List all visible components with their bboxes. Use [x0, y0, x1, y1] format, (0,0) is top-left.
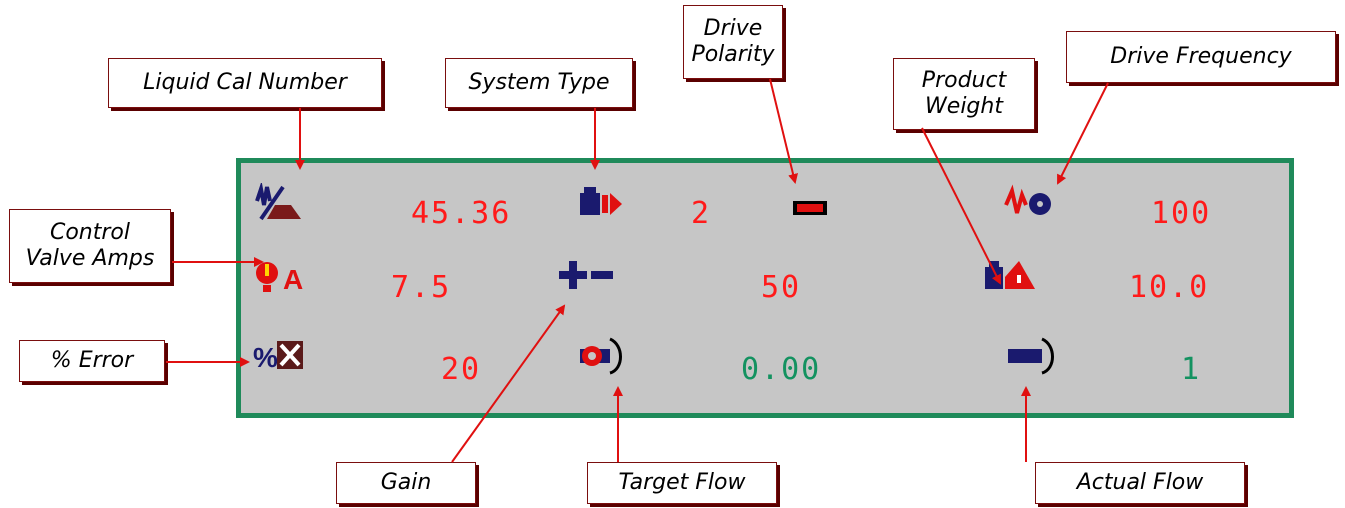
gain-value: 50: [761, 270, 802, 305]
callout-percent-error: % Error: [19, 340, 165, 382]
callout-gain: Gain: [336, 462, 476, 504]
callout-liquid-cal-number: Liquid Cal Number: [108, 58, 382, 108]
valve-amps-value: 7.5: [391, 270, 452, 305]
liquid-cal-value: 45.36: [411, 196, 512, 231]
callout-actual-flow: Actual Flow: [1035, 462, 1245, 504]
actual-flow-icon: [1008, 337, 1054, 375]
callout-system-type: System Type: [445, 58, 633, 108]
arrow-drive-frequency: [1057, 82, 1109, 185]
system-type-value: 2: [691, 196, 712, 231]
callout-target-flow: Target Flow: [587, 462, 777, 504]
drive-polarity-icon: [793, 201, 827, 215]
target-flow-value: 0.00: [741, 352, 822, 387]
percent-error-value: 20: [441, 352, 482, 387]
actual-flow-value: 1: [1181, 352, 1202, 387]
liquid-cal-icon: [255, 183, 301, 221]
gain-icon: [559, 261, 613, 289]
callout-drive-frequency: Drive Frequency: [1066, 31, 1336, 83]
arrow-gain: [451, 304, 566, 463]
target-flow-icon: [580, 337, 622, 375]
percent-error-icon: %: [253, 341, 303, 373]
system-type-icon: [580, 187, 622, 215]
control-panel: 45.36 2 100 A 7.5 50 10.0 %: [236, 158, 1294, 418]
drive-frequency-icon: [1004, 184, 1051, 215]
drive-frequency-value: 100: [1151, 196, 1212, 231]
product-weight-value: 10.0: [1129, 270, 1210, 305]
arrow-product-weight: [921, 127, 1001, 285]
svg-text:A: A: [283, 264, 303, 295]
arrow-drive-polarity: [769, 78, 798, 184]
svg-text:%: %: [253, 342, 278, 373]
valve-amps-icon: A: [256, 262, 303, 295]
